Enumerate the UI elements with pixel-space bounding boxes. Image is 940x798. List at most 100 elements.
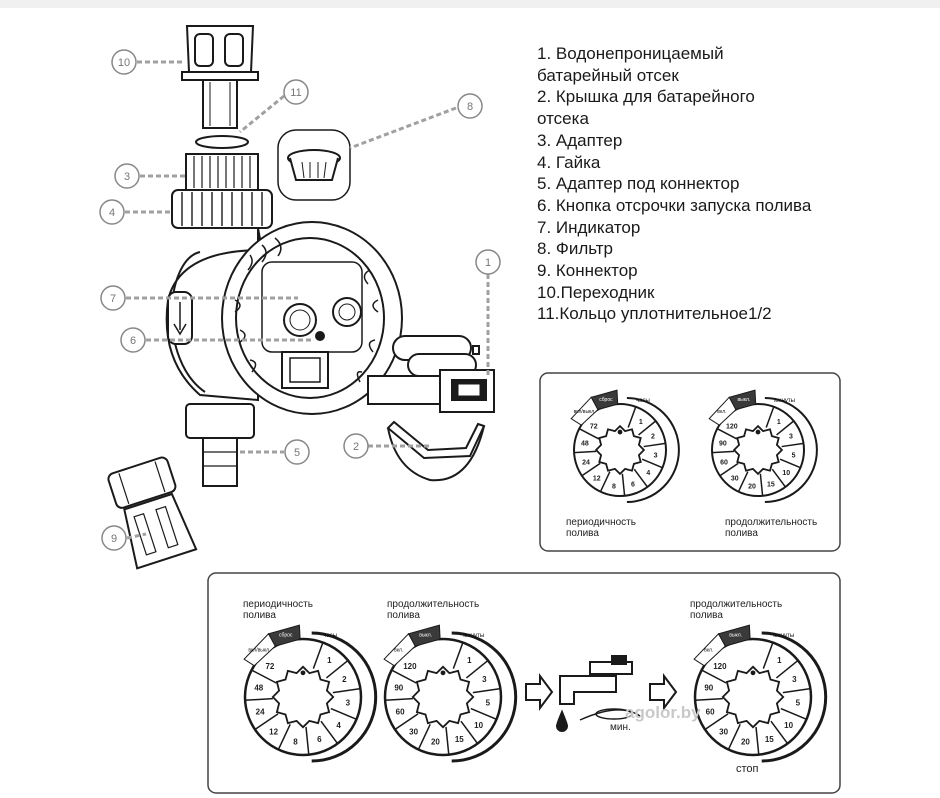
dial-number: 12 <box>269 727 278 736</box>
callout-9: 9 <box>101 525 127 551</box>
parts-list-item: 3. Адаптер <box>537 130 623 150</box>
dial-number: 10 <box>784 721 793 730</box>
parts-list-item: 4. Гайка <box>537 152 601 172</box>
dial-number: 2 <box>342 675 347 684</box>
dial-number: 120 <box>713 662 727 671</box>
dial-number: 1 <box>639 419 643 426</box>
callout-6: 6 <box>120 327 146 353</box>
dial-number: 8 <box>293 738 298 747</box>
tap-duration-label: мин. <box>610 722 631 733</box>
dial-tab-label: сброс <box>599 397 613 403</box>
part-nut <box>171 189 273 229</box>
callout-11: 11 <box>283 79 309 105</box>
callout-1: 1 <box>475 249 501 275</box>
dial-number: 15 <box>767 482 775 489</box>
dial-number: 15 <box>765 735 774 744</box>
dial-number: 20 <box>741 738 750 747</box>
part-adapter-top <box>181 25 259 129</box>
svg-text:7: 7 <box>110 293 116 305</box>
top-strip <box>0 0 940 8</box>
dial-number: 2 <box>651 434 655 441</box>
dial-number: 1 <box>777 419 781 426</box>
big-dial-panel <box>207 572 841 794</box>
dial-tab-label: вкл. <box>394 647 403 653</box>
svg-text:1: 1 <box>485 257 491 269</box>
dial-number: 30 <box>731 475 739 482</box>
part-body <box>165 221 403 415</box>
dial-number: 120 <box>726 424 738 431</box>
svg-text:8: 8 <box>467 101 473 113</box>
dial-tab-label: вкл/выкл <box>574 409 595 415</box>
dial-tab-label: вкл. <box>717 409 726 415</box>
svg-text:9: 9 <box>111 533 117 545</box>
dial-number: 60 <box>706 707 715 716</box>
watermark: agolor.by <box>625 703 701 722</box>
dial-number: 90 <box>719 440 727 447</box>
dial-tab-label: вкл. <box>704 647 713 653</box>
callout-5: 5 <box>284 439 310 465</box>
water-tap-icon <box>555 655 641 732</box>
callout-2: 2 <box>343 433 369 459</box>
dial-number: 120 <box>403 662 417 671</box>
callout-4: 4 <box>99 199 125 225</box>
dial-number: 1 <box>777 656 782 665</box>
dial-number: 30 <box>409 727 418 736</box>
dial-tab-label: выкл. <box>729 632 742 638</box>
dial-number: 1 <box>467 656 472 665</box>
stop-label: стоп <box>736 763 759 775</box>
device-drawing <box>107 25 495 570</box>
dial-number: 5 <box>792 453 796 460</box>
dial-number: 4 <box>336 721 341 730</box>
parts-list-item: 1. Водонепроницаемый батарейный отсек <box>537 44 724 85</box>
callout-3: 3 <box>114 163 140 189</box>
parts-list-item: 5. Адаптер под коннектор <box>537 174 740 194</box>
svg-text:3: 3 <box>124 171 130 183</box>
dial-number: 5 <box>486 699 491 708</box>
parts-list-item: 10.Переходник <box>537 282 655 302</box>
part-adapter-3 <box>185 153 259 191</box>
dial-arc-label: минуты <box>463 633 484 639</box>
part-outlet-adapter <box>185 403 255 487</box>
dial-number: 4 <box>646 470 650 477</box>
dial-number: 1 <box>327 656 332 665</box>
parts-list-item: 2. Крышка для батарейного отсека <box>537 87 755 129</box>
parts-list-item: 9. Коннектор <box>537 261 638 281</box>
parts-list-item: 6. Кнопка отсрочки запуска полива <box>537 195 812 215</box>
dial-number: 60 <box>396 707 405 716</box>
dial-number: 6 <box>317 735 322 744</box>
dial-number: 20 <box>431 738 440 747</box>
dial-number: 5 <box>796 699 801 708</box>
parts-list-item: 7. Индикатор <box>537 217 641 237</box>
dial-number: 48 <box>581 440 589 447</box>
part-battery-compartment <box>367 369 495 413</box>
dial-number: 24 <box>256 707 265 716</box>
svg-text:11: 11 <box>290 87 301 99</box>
dial-number: 48 <box>254 683 263 692</box>
svg-text:5: 5 <box>294 447 300 459</box>
dial-number: 30 <box>719 727 728 736</box>
callout-markers: 10 11 8 3 4 7 6 1 2 5 9 <box>99 49 501 551</box>
arrow-right-icon <box>525 673 554 711</box>
dial-number: 20 <box>748 483 756 490</box>
parts-list-item: 8. Фильтр <box>537 239 614 259</box>
dial-number: 10 <box>474 721 483 730</box>
callout-lines <box>125 60 490 540</box>
parts-list-item: 11.Кольцо уплотнительное1/2 <box>537 304 772 324</box>
dial-tab-label: вкл/выкл <box>248 647 269 653</box>
svg-text:6: 6 <box>130 335 136 347</box>
dial-tab-label: выкл. <box>419 632 432 638</box>
dial-number: 24 <box>582 460 590 467</box>
dial-tab-label: сброс <box>279 632 293 638</box>
dial-number: 72 <box>590 424 598 431</box>
svg-text:2: 2 <box>353 441 359 453</box>
